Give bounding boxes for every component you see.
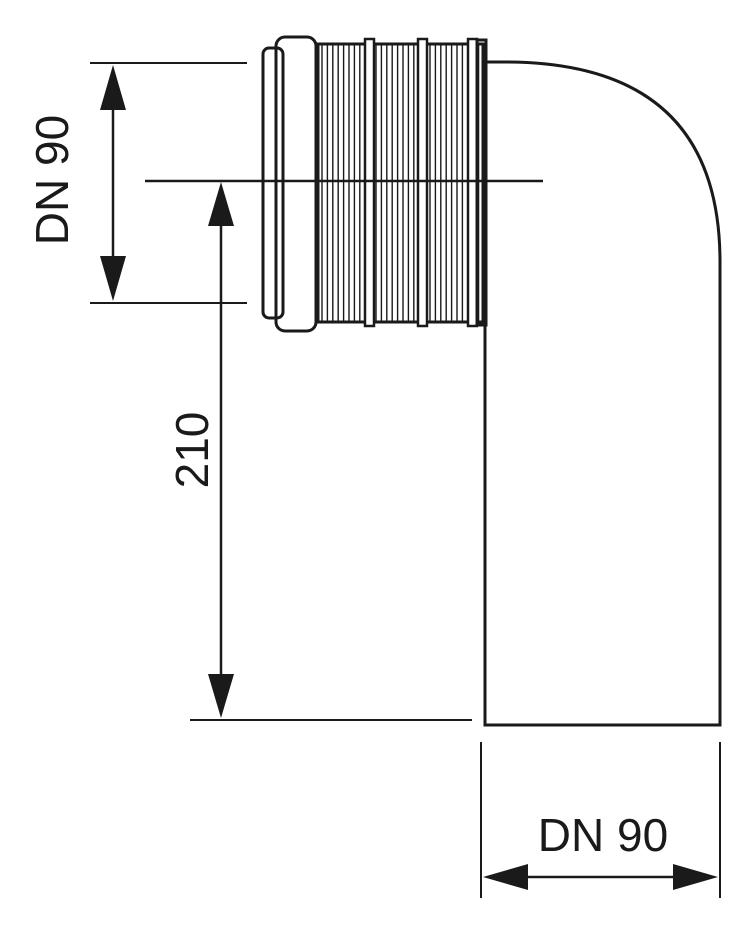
dimension-label-bottom-diameter: DN 90: [538, 809, 668, 861]
dimension-height: 210: [166, 182, 234, 718]
dimension-bottom-diameter: DN 90: [483, 809, 718, 890]
socket-thread-ribs: [321, 44, 480, 322]
socket-sealing-ring: [274, 35, 318, 333]
socket-end-flange: [475, 38, 488, 327]
dimension-label-height: 210: [166, 412, 218, 489]
arrowhead-right: [673, 864, 718, 890]
arrowhead-down: [100, 256, 126, 301]
threaded-socket: [261, 35, 488, 333]
socket-body: [316, 42, 485, 324]
elbow-outer-contour: [483, 60, 722, 727]
socket-ring-back: [261, 46, 285, 320]
arrowhead-up: [100, 65, 126, 110]
extension-lines: [90, 62, 721, 898]
thread-collar: [363, 37, 376, 328]
arrowhead-left: [483, 864, 528, 890]
dimension-label-top-diameter: DN 90: [26, 115, 78, 245]
dimension-top-diameter: DN 90: [26, 65, 126, 301]
thread-collar: [416, 37, 429, 328]
elbow-pipe: [483, 60, 722, 727]
arrowhead-down: [208, 674, 234, 718]
arrowhead-up: [208, 182, 234, 226]
